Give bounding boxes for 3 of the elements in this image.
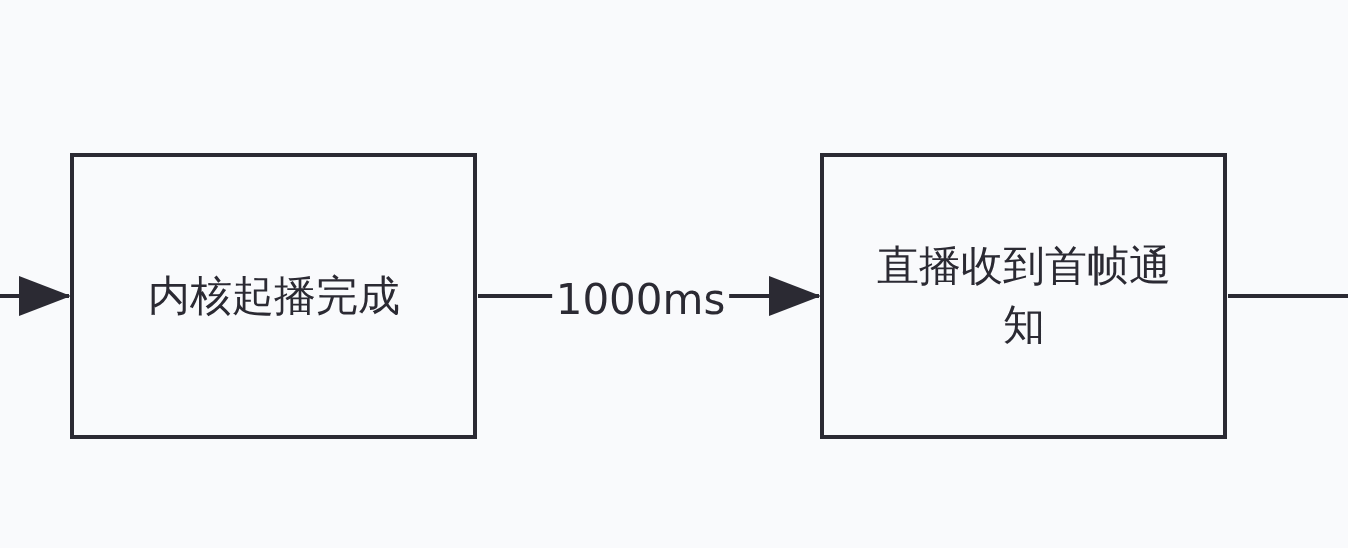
arrow (0, 276, 71, 316)
process-box: 直播收到首帧通知 (820, 153, 1227, 439)
process-box: 内核起播完成 (70, 153, 477, 439)
